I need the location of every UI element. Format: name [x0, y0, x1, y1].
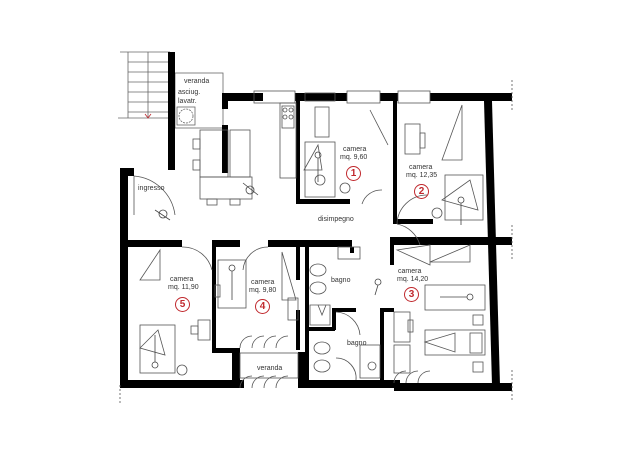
bagno-2-label: bagno: [347, 340, 367, 347]
camera-2-area: mq. 12,35: [406, 172, 438, 179]
camera-1-label: camera: [343, 146, 367, 153]
camera-5-area: mq. 11,90: [168, 284, 199, 291]
people-figures: [151, 151, 474, 369]
camera-5-label: camera: [170, 276, 194, 283]
ingresso-label: ingresso: [138, 185, 165, 192]
veranda-top-note-lavatr: lavatr.: [178, 98, 197, 105]
camera-2-label: camera: [409, 164, 433, 171]
veranda-top-label: veranda: [184, 78, 210, 85]
bagno-1-label: bagno: [331, 277, 351, 284]
camera-1-number-badge: 1: [346, 166, 361, 181]
disimpegno-label: disimpegno: [318, 216, 354, 223]
camera-2-number-badge: 2: [414, 184, 429, 199]
walls: [120, 52, 512, 391]
camera-4-number-badge: 4: [255, 299, 270, 314]
camera-3-label: camera: [398, 268, 422, 275]
camera-3-area: mq. 14,20: [397, 276, 429, 283]
furniture: [119, 80, 513, 405]
camera-1-area: mq. 9,60: [340, 154, 368, 161]
veranda-bottom-label: veranda: [257, 365, 283, 372]
camera-3-number-badge: 3: [404, 287, 419, 302]
camera-4-label: camera: [251, 279, 275, 286]
veranda-top-note-asciug: asciug.: [178, 89, 201, 96]
staircase: [118, 51, 170, 119]
camera-4-area: mq. 9,80: [249, 287, 277, 294]
camera-5-number-badge: 5: [175, 297, 190, 312]
